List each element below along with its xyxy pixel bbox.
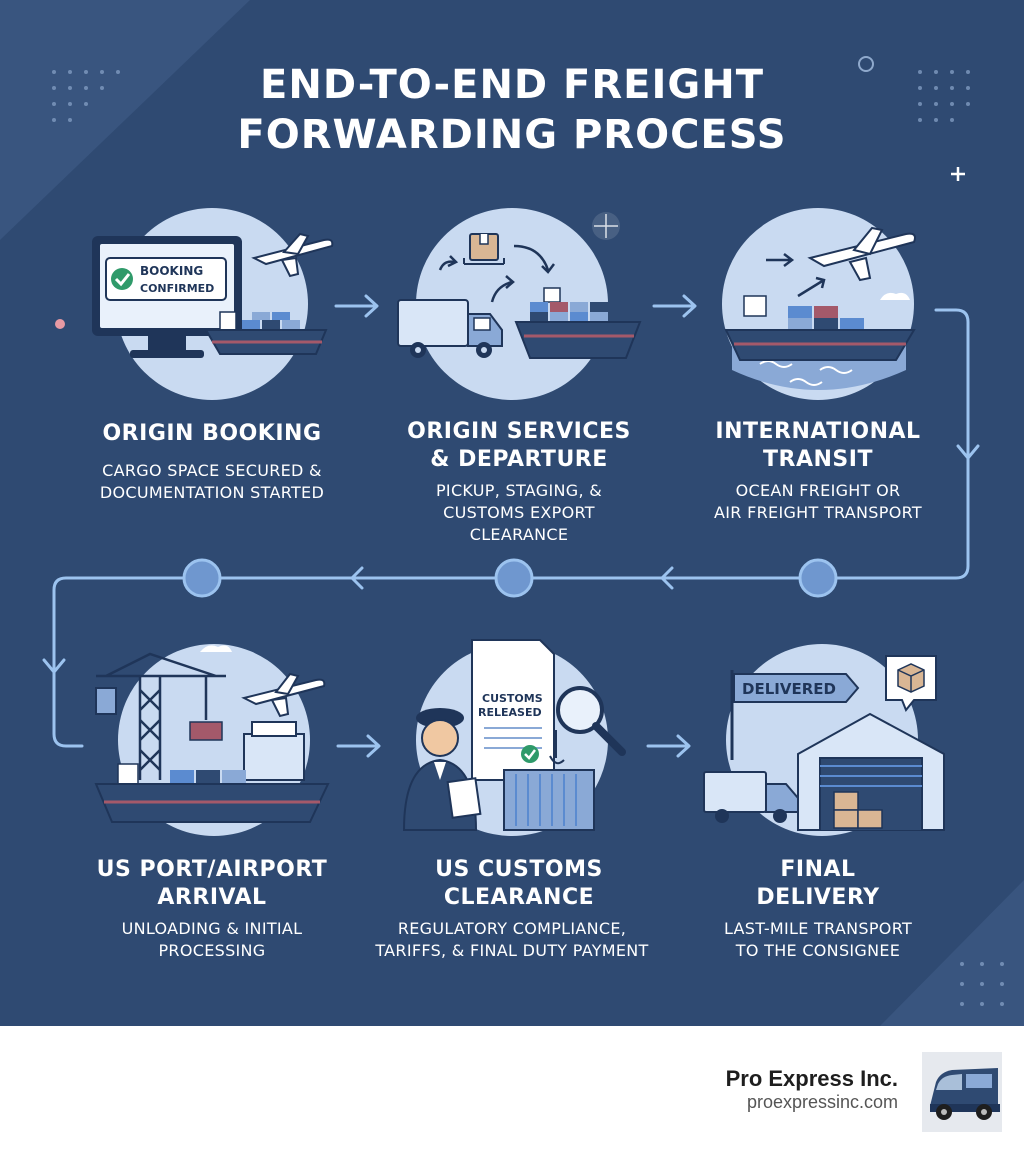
delivered-flag-label: DELIVERED	[742, 680, 836, 698]
page-title-line-1: END-TO-END FREIGHT	[260, 62, 764, 108]
step-4-heading: US PORT/AIRPORT ARRIVAL	[96, 857, 328, 910]
company-name: Pro Express Inc.	[725, 1066, 898, 1091]
step-2-description: PICKUP, STAGING, & CUSTOMS EXPORT CLEARA…	[435, 481, 603, 544]
infographic-panel: END-TO-END FREIGHT FORWARDING PROCESS BO…	[0, 0, 1024, 1026]
step-6-description: LAST-MILE TRANSPORT TO THE CONSIGNEE	[723, 919, 913, 960]
customs-released-label-2: RELEASED	[478, 706, 542, 719]
booking-confirmed-label-2: CONFIRMED	[140, 282, 214, 295]
delivery-van-logo	[922, 1052, 1002, 1132]
step-3-description: OCEAN FREIGHT OR AIR FREIGHT TRANSPORT	[714, 481, 922, 522]
footer: Pro Express Inc. proexpressinc.com	[0, 1026, 1024, 1154]
step-4-description: UNLOADING & INITIAL PROCESSING	[121, 919, 303, 960]
step-1-heading: ORIGIN BOOKING	[102, 421, 322, 446]
booking-confirmed-label-1: BOOKING	[140, 264, 203, 278]
step-6-heading: FINAL DELIVERY	[756, 857, 880, 910]
origin-booking-illustration: BOOKING CONFIRMED	[92, 208, 334, 400]
origin-services-illustration	[397, 208, 642, 400]
step-5-description: REGULATORY COMPLIANCE, TARIFFS, & FINAL …	[375, 919, 649, 960]
step-2-heading: ORIGIN SERVICES & DEPARTURE	[407, 419, 631, 472]
step-5-heading: US CUSTOMS CLEARANCE	[435, 857, 603, 910]
us-customs-illustration: CUSTOMS RELEASED	[402, 639, 626, 836]
step-1-description: CARGO SPACE SECURED & DOCUMENTATION STAR…	[99, 461, 325, 502]
company-website[interactable]: proexpressinc.com	[746, 1092, 898, 1112]
step-3-heading: INTERNATIONAL TRANSIT	[715, 419, 921, 472]
final-delivery-illustration: DELIVERED	[703, 644, 945, 836]
page-title-line-2: FORWARDING PROCESS	[237, 112, 787, 158]
us-port-arrival-illustration	[94, 644, 330, 836]
customs-released-label-1: CUSTOMS	[482, 692, 543, 705]
background-decoration	[0, 0, 1024, 1026]
international-transit-illustration	[722, 208, 916, 400]
